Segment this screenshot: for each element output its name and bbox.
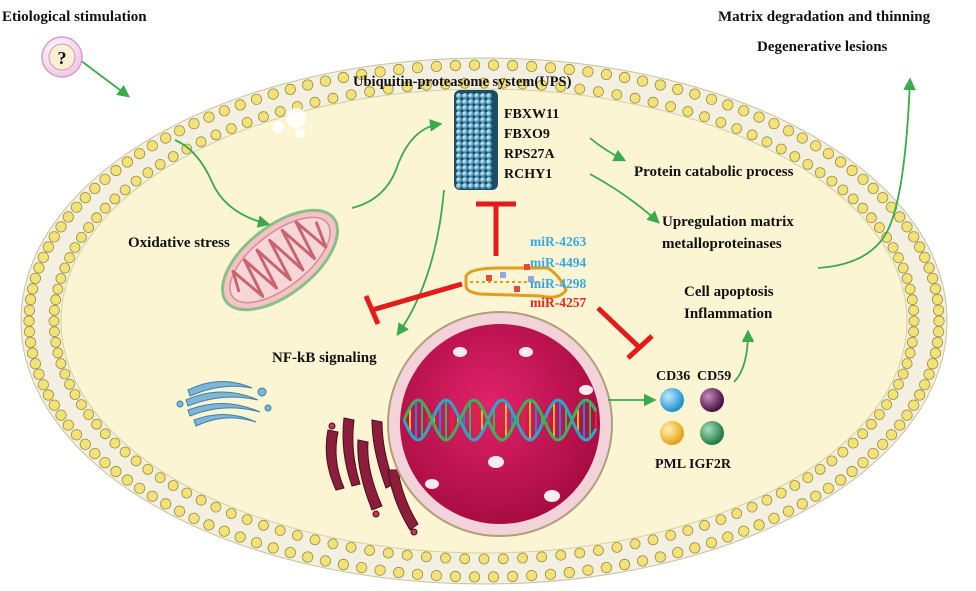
ups-gene-4: RCHY1 xyxy=(504,167,552,182)
upregulation-label-line2: metalloproteinases xyxy=(662,236,782,252)
membrane-outer-heads xyxy=(23,59,945,583)
upregulation-label-line1: Upregulation matrix xyxy=(662,214,794,230)
vesicles xyxy=(272,108,306,138)
cd59-label: CD59 xyxy=(697,369,731,384)
cd59-sphere xyxy=(700,388,724,412)
mirna-label-1: miR-4263 xyxy=(530,234,586,249)
mirna-label-3: miR-4298 xyxy=(530,276,586,291)
cd36-sphere xyxy=(660,388,684,412)
mitochondrion xyxy=(220,208,340,312)
matrix-degradation-label: Matrix degradation and thinning xyxy=(718,9,931,25)
endoplasmic-reticulum xyxy=(325,417,419,536)
degenerative-label: Degenerative lesions xyxy=(757,39,888,55)
nfkb-label: NF-kB signaling xyxy=(272,350,377,366)
golgi-apparatus xyxy=(176,380,272,427)
ups-label: Ubiquitin-proteasome system(UPS) xyxy=(353,74,572,90)
question-bubble: ? xyxy=(41,36,83,78)
ups-gene-2: FBXO9 xyxy=(504,127,550,142)
nucleus xyxy=(387,311,613,537)
apoptosis-label: Cell apoptosis xyxy=(684,284,774,300)
pml-label: PML xyxy=(655,457,686,472)
activation-arrows xyxy=(79,59,916,407)
proteasome xyxy=(454,90,498,190)
igf2r-sphere xyxy=(700,421,724,445)
mirna-label-2: miR-4494 xyxy=(530,255,586,270)
igf2r-label: IGF2R xyxy=(689,457,732,472)
mirna-label-4: miR-4257 xyxy=(530,295,586,310)
membrane-inner-heads xyxy=(48,77,920,565)
dna-helix xyxy=(402,398,598,442)
cd36-label: CD36 xyxy=(656,369,690,384)
mirna-hairpin xyxy=(464,264,568,299)
question-mark: ? xyxy=(58,48,67,68)
oxidative-stress-label: Oxidative stress xyxy=(128,235,230,251)
inflammation-label: Inflammation xyxy=(684,306,773,322)
etiological-label: Etiological stimulation xyxy=(2,9,147,25)
pml-sphere xyxy=(660,421,684,445)
ups-gene-3: RPS27A xyxy=(504,147,555,162)
protein-catabolic-label: Protein catabolic process xyxy=(634,164,794,180)
ups-gene-1: FBXW11 xyxy=(504,107,559,122)
target-gene-spheres xyxy=(660,388,724,445)
inhibition-arrows xyxy=(363,201,654,360)
